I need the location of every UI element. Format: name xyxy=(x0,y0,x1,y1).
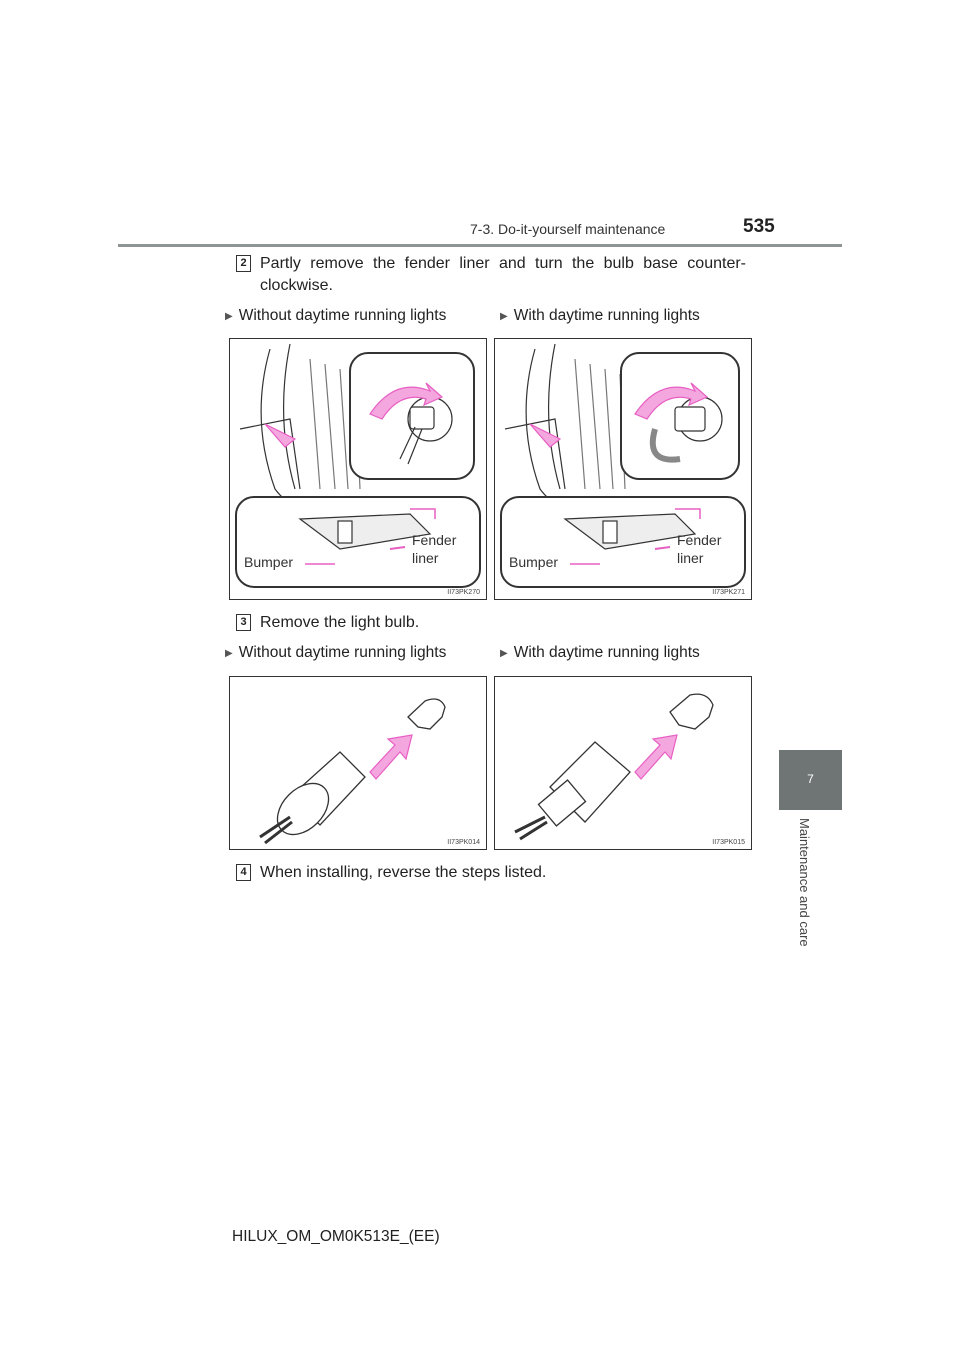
header-rule xyxy=(118,244,842,247)
figure-remove-bulb-with-drl: II73PK015 xyxy=(494,676,752,850)
figure-illustration xyxy=(235,343,481,588)
variant-label-with: ▶With daytime running lights xyxy=(500,307,700,324)
pink-arrow-icon xyxy=(634,734,678,780)
triangle-bullet-icon: ▶ xyxy=(500,311,508,322)
section-title: 7-3. Do-it-yourself maintenance xyxy=(470,221,666,237)
figure-bulb-base-with-drl: Bumper Fender liner II73PK271 xyxy=(494,338,752,600)
label-fender-liner: Fender liner xyxy=(677,532,722,566)
label-fender-liner: Fender liner xyxy=(412,532,457,566)
step-text-4: When installing, reverse the steps liste… xyxy=(260,864,547,881)
label-bumper: Bumper xyxy=(244,554,294,570)
figure-illustration xyxy=(500,343,746,588)
figure-bulb-base-without-drl: Bumper Fender liner II73PK270 xyxy=(229,338,487,600)
figure-code: II73PK271 xyxy=(712,589,745,596)
rotate-arrow-icon xyxy=(369,382,444,420)
chapter-tab[interactable]: 7 xyxy=(779,750,842,810)
figure-code: II73PK014 xyxy=(447,839,480,846)
step-text-3: Remove the light bulb. xyxy=(260,614,420,631)
pink-arrow-icon xyxy=(529,423,562,448)
figure-code: II73PK270 xyxy=(447,589,480,596)
figure-illustration xyxy=(514,693,714,841)
variant-label-with: ▶With daytime running lights xyxy=(500,644,700,661)
chapter-number: 7 xyxy=(807,772,814,786)
figure-illustration xyxy=(259,698,446,845)
label-bumper: Bumper xyxy=(509,554,559,570)
chapter-label: Maintenance and care xyxy=(797,818,812,947)
variant-label-without: ▶Without daytime running lights xyxy=(225,644,447,661)
step-number-2: 2 xyxy=(236,255,251,272)
pink-arrow-icon xyxy=(264,423,297,448)
document-code: HILUX_OM_OM0K513E_(EE) xyxy=(232,1228,440,1245)
triangle-bullet-icon: ▶ xyxy=(225,311,233,322)
step-number-4: 4 xyxy=(236,864,251,881)
triangle-bullet-icon: ▶ xyxy=(500,648,508,659)
page-number: 535 xyxy=(743,216,775,237)
figure-code: II73PK015 xyxy=(712,839,745,846)
triangle-bullet-icon: ▶ xyxy=(225,648,233,659)
pink-arrow-icon xyxy=(369,734,413,780)
step-text-2: Partly remove the fender liner and turn … xyxy=(260,255,746,294)
figure-remove-bulb-without-drl: II73PK014 xyxy=(229,676,487,850)
rotate-arrow-icon xyxy=(634,382,709,420)
step-number-3: 3 xyxy=(236,614,251,631)
variant-label-without: ▶Without daytime running lights xyxy=(225,307,447,324)
